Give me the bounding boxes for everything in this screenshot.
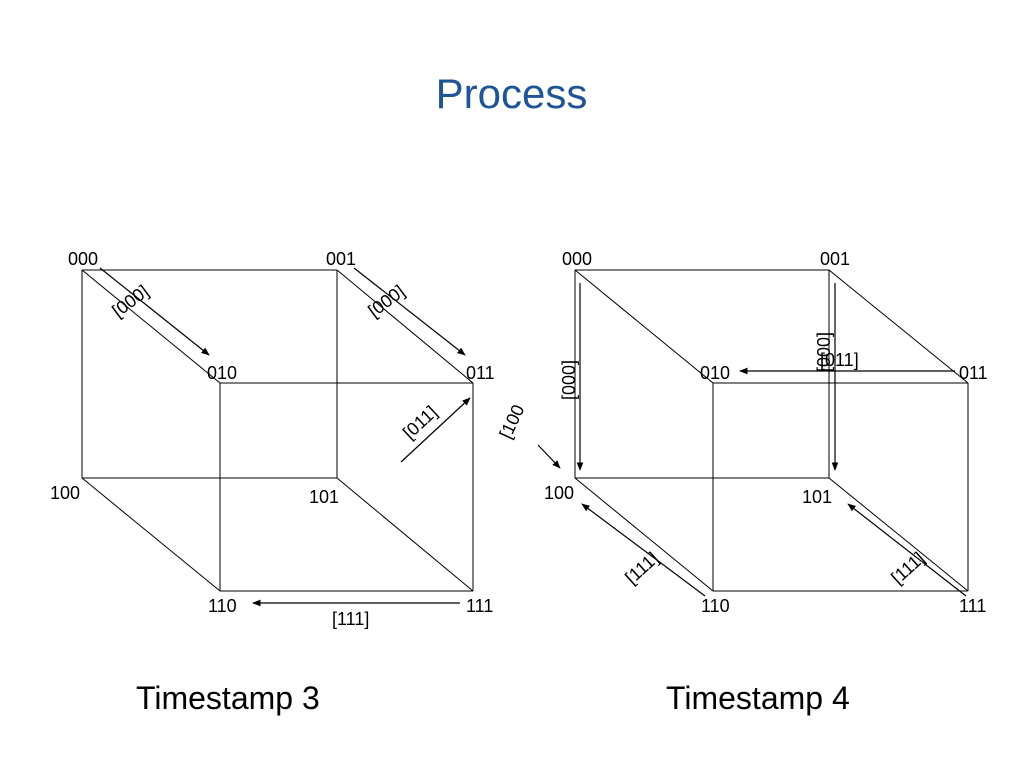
msg-label-100: [100: [495, 401, 528, 441]
msg-label-000b: [000]: [364, 281, 408, 321]
page-title: Process: [435, 70, 588, 117]
cube-left: [000] [000] [011] [111] 000 001 010 011 …: [50, 249, 495, 629]
caption-timestamp-3: Timestamp 3: [136, 680, 320, 716]
msg-label-111a: [111]: [621, 548, 662, 588]
cube-left-messages: [000] [000] [011] [111]: [99, 267, 471, 629]
node-label-000: 000: [68, 249, 98, 269]
node-label-010: 010: [700, 363, 730, 383]
node-label-010: 010: [207, 363, 237, 383]
node-label-111: 111: [959, 596, 986, 616]
msg-label-000a: [000]: [108, 281, 152, 321]
node-label-101: 101: [802, 487, 832, 507]
cube-right-edges: [574, 269, 969, 592]
node-label-100: 100: [50, 483, 80, 503]
node-label-111: 111: [466, 596, 493, 616]
cube-left-node-labels: 000 001 010 011 100 101 110 111: [50, 249, 495, 616]
arrow-001-to-011: [353, 267, 466, 356]
msg-label-011: [011]: [820, 350, 859, 370]
node-label-110: 110: [208, 596, 237, 616]
msg-label-000b: [000]: [814, 332, 834, 372]
cube-right: [000] [000] [011] [100 [111] [111] 000 0…: [495, 249, 987, 616]
arrow-to-011: [400, 397, 471, 463]
node-label-100: 100: [544, 483, 574, 503]
cube-left-edges: [81, 269, 474, 592]
cube-right-messages: [000] [000] [011] [100 [111] [111]: [495, 283, 967, 597]
node-label-001: 001: [820, 249, 850, 269]
arrow-110-to-100: [581, 503, 706, 597]
msg-label-011: [011]: [399, 402, 441, 443]
arrow-000-to-010: [99, 267, 210, 356]
node-label-011: 011: [959, 363, 988, 383]
msg-label-111: [111]: [332, 609, 369, 629]
cube-right-node-labels: 000 001 010 011 100 101 110 111: [544, 249, 988, 616]
arrow-111-to-101: [847, 503, 967, 597]
node-label-110: 110: [701, 596, 730, 616]
node-label-001: 001: [326, 249, 356, 269]
node-label-101: 101: [309, 487, 339, 507]
node-label-011: 011: [466, 363, 495, 383]
caption-timestamp-4: Timestamp 4: [666, 680, 850, 716]
node-label-000: 000: [562, 249, 592, 269]
msg-label-000a: [000]: [559, 360, 579, 400]
arrow-to-100: [537, 444, 561, 469]
